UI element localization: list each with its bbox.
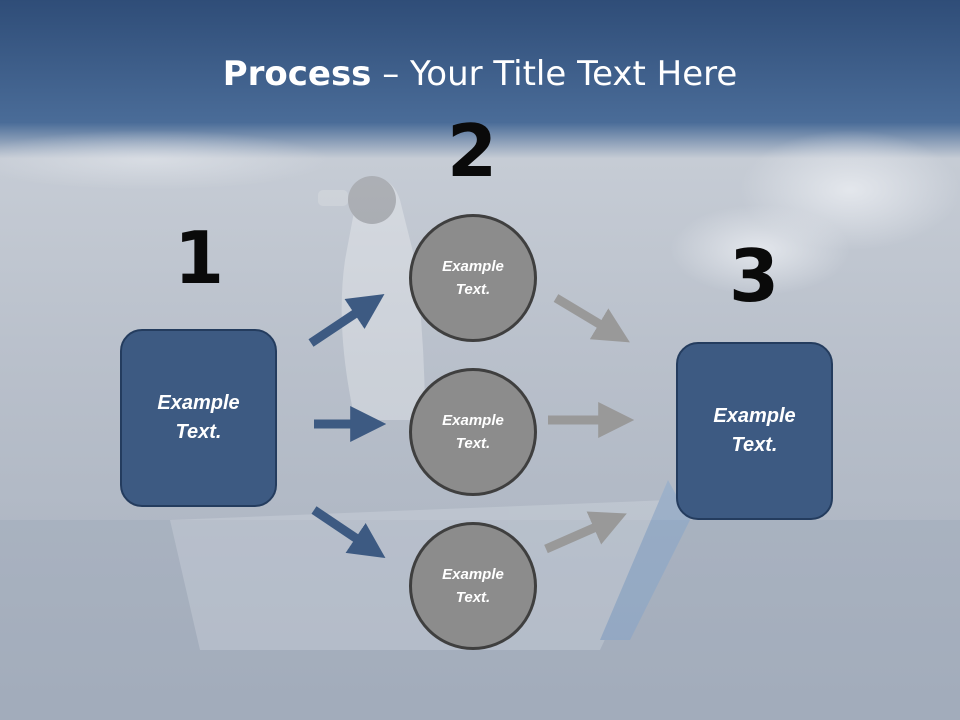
left-box-text: Example Text.: [157, 392, 240, 443]
right-box-text: Example Text.: [713, 405, 796, 456]
left-box: Example Text.: [120, 329, 277, 507]
circle-top-text: Example Text.: [442, 258, 504, 298]
title-bold: Process: [222, 54, 372, 94]
right-box: Example Text.: [676, 342, 833, 520]
slide-title: Process – Your Title Text Here: [0, 52, 960, 96]
circle-bottom-text: Example Text.: [442, 566, 504, 606]
circle-bottom: Example Text.: [409, 522, 537, 650]
title-rest: – Your Title Text Here: [371, 54, 738, 94]
circle-top: Example Text.: [409, 214, 537, 342]
circle-middle-text: Example Text.: [442, 412, 504, 452]
arrow-blue-up: [308, 294, 385, 347]
circle-middle: Example Text.: [409, 368, 537, 496]
arrow-gray-up: [544, 511, 627, 554]
step-number-3: 3: [728, 234, 780, 318]
arrow-blue-down: [311, 506, 386, 559]
step-number-1: 1: [173, 216, 225, 300]
arrow-gray-down: [553, 294, 630, 343]
step-number-2: 2: [446, 109, 498, 193]
